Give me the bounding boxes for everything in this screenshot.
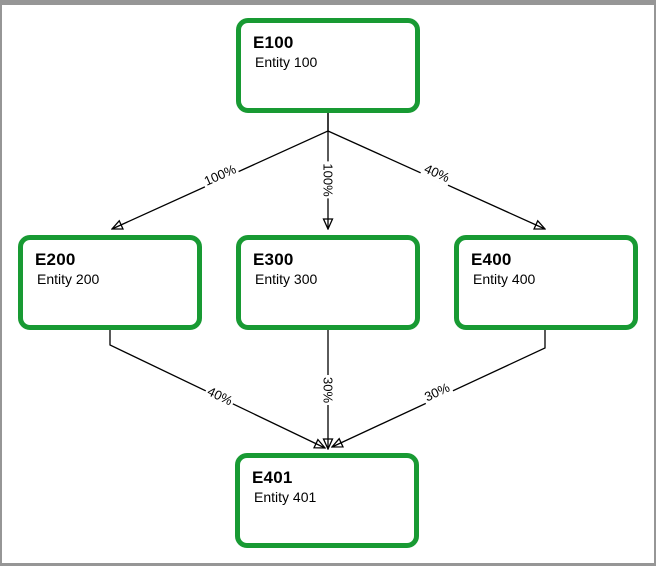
diagram-canvas: E100 Entity 100 E200 Entity 200 E300 Ent… [2,5,654,563]
edge-e400-e401[interactable] [332,330,546,447]
node-subtitle: Entity 400 [473,271,536,287]
node-e400[interactable]: E400 Entity 400 [454,235,638,330]
node-subtitle: Entity 401 [254,489,317,505]
node-title: E200 [35,250,76,269]
node-title: E400 [471,250,512,269]
node-e300[interactable]: E300 Entity 300 [236,235,420,330]
edge-e200-e401[interactable] [109,330,325,448]
node-title: E401 [252,468,293,487]
node-title: E300 [253,250,294,269]
edge-label-e300-e401[interactable]: 30% [320,374,336,406]
edge-label-e100-e300[interactable]: 100% [320,161,336,199]
node-e200[interactable]: E200 Entity 200 [18,235,202,330]
node-subtitle: Entity 300 [255,271,318,287]
node-subtitle: Entity 100 [255,54,318,70]
node-e100[interactable]: E100 Entity 100 [236,18,420,113]
node-subtitle: Entity 200 [37,271,100,287]
node-title: E100 [253,33,294,52]
node-e401[interactable]: E401 Entity 401 [235,453,419,548]
